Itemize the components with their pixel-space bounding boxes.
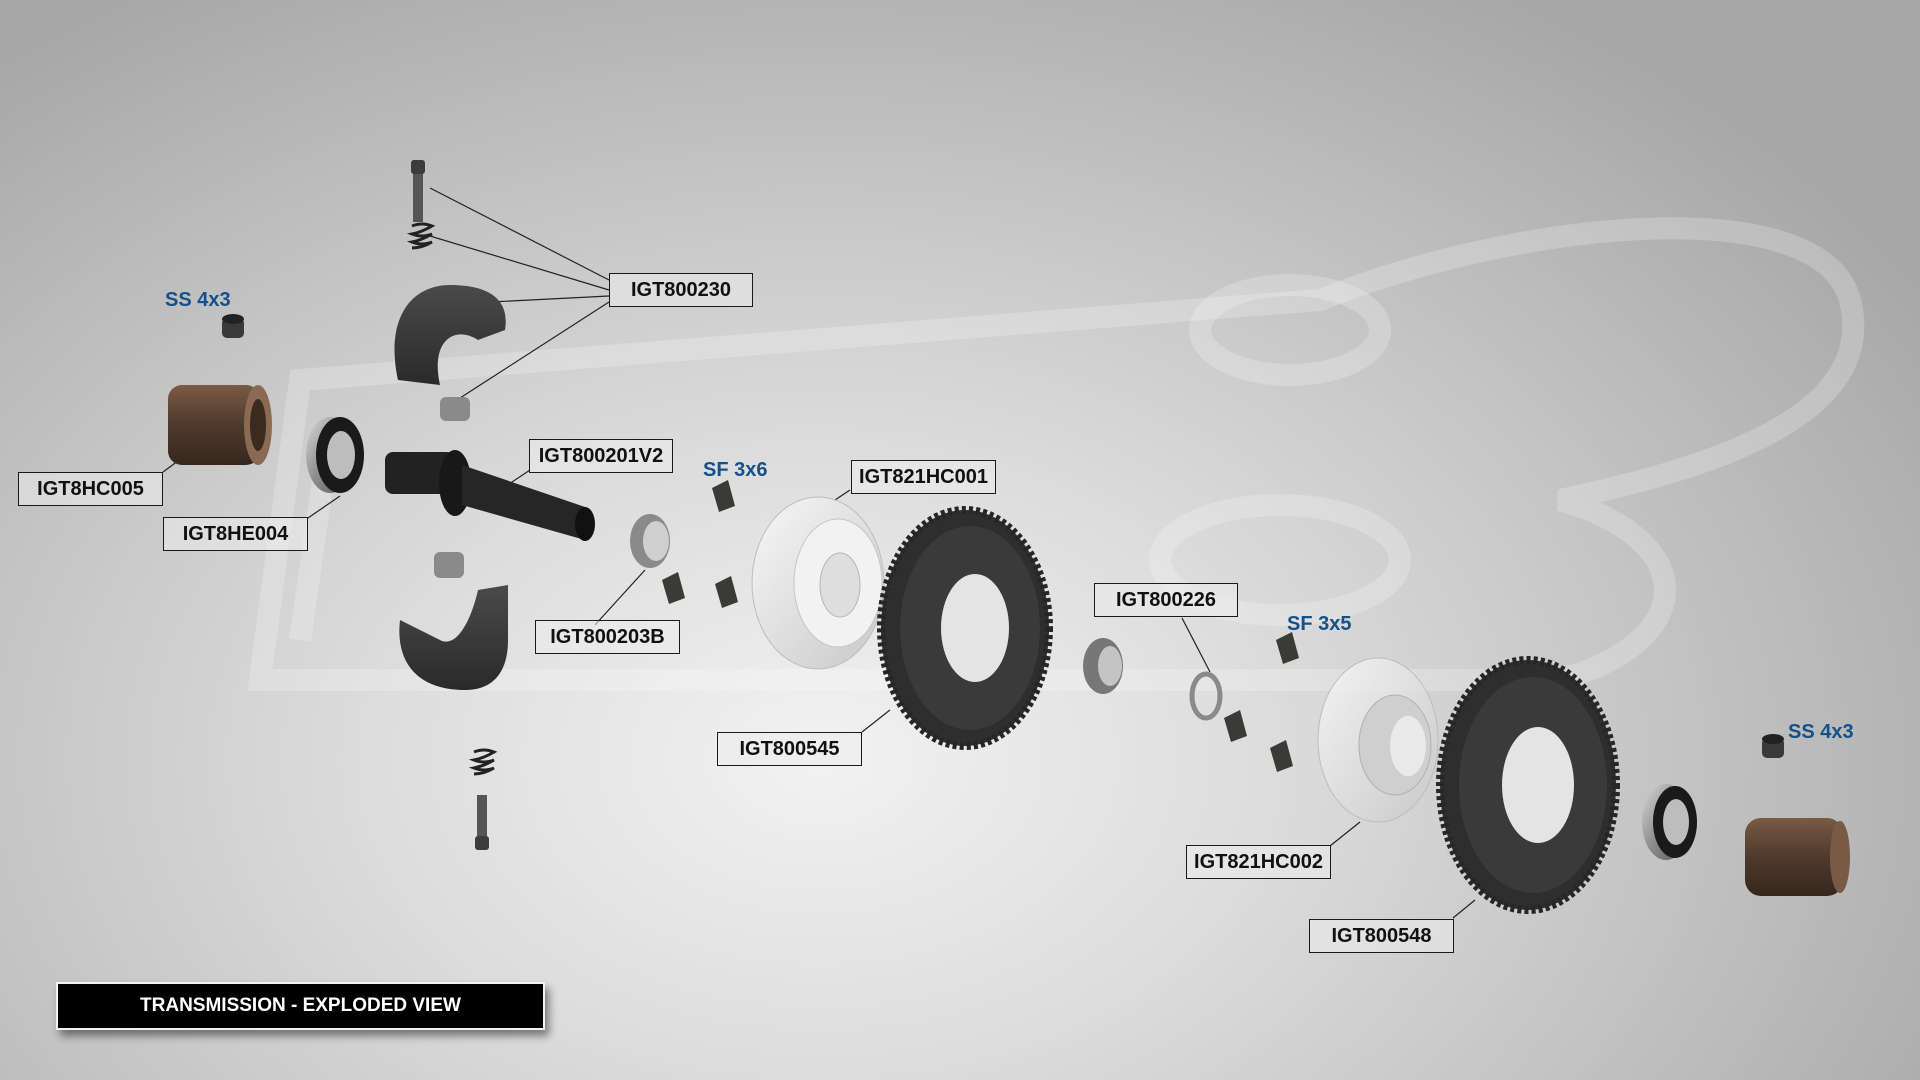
hardware-label-sf-3x6: SF 3x6 bbox=[703, 459, 768, 481]
right-bearing bbox=[1642, 784, 1697, 860]
hardware-label-ss-4x3-left: SS 4x3 bbox=[165, 289, 231, 311]
slipper-hub-1 bbox=[751, 496, 885, 670]
leader-lines bbox=[162, 187, 1476, 919]
spur-gear-1 bbox=[877, 506, 1053, 750]
hardware-label-sf-3x5: SF 3x5 bbox=[1287, 613, 1352, 635]
gear-spacer bbox=[1083, 638, 1123, 694]
lower-roller-pin bbox=[434, 552, 464, 578]
watermark-logo bbox=[247, 217, 1865, 691]
callout-igt821hc001: IGT821HC001 bbox=[851, 460, 996, 494]
flat-screws-3x5 bbox=[1224, 632, 1299, 772]
center-spacer bbox=[630, 514, 670, 568]
center-shaft bbox=[385, 450, 595, 541]
callout-igt800203b: IGT800203B bbox=[535, 620, 680, 654]
flat-screws-3x6 bbox=[662, 480, 738, 608]
slipper-hub-2 bbox=[1317, 657, 1439, 823]
spring-bottom bbox=[468, 748, 498, 776]
callout-igt800226: IGT800226 bbox=[1094, 583, 1238, 617]
spur-gear-2 bbox=[1436, 656, 1620, 914]
shim-ring bbox=[1189, 671, 1223, 721]
upper-clamp-half bbox=[394, 285, 506, 385]
right-set-screw bbox=[1762, 734, 1784, 758]
hardware-label-ss-4x3-right: SS 4x3 bbox=[1788, 721, 1854, 743]
callout-igt800548: IGT800548 bbox=[1309, 919, 1454, 953]
diagram-title: TRANSMISSION - EXPLODED VIEW bbox=[56, 982, 545, 1030]
right-outdrive-coupler bbox=[1745, 818, 1850, 896]
callout-igt800230: IGT800230 bbox=[609, 273, 753, 307]
callout-igt800201v2: IGT800201V2 bbox=[529, 439, 673, 473]
callout-igt800545: IGT800545 bbox=[717, 732, 862, 766]
callout-igt821hc002: IGT821HC002 bbox=[1186, 845, 1331, 879]
diagram-title-text: TRANSMISSION - EXPLODED VIEW bbox=[140, 995, 461, 1016]
left-bearing bbox=[306, 417, 364, 493]
lower-clamp-half bbox=[399, 585, 508, 690]
left-outdrive-coupler bbox=[168, 385, 272, 465]
clamp-bolt-bottom bbox=[475, 795, 489, 850]
upper-roller-pin bbox=[440, 397, 470, 421]
spring-top bbox=[406, 222, 436, 250]
callout-igt8he004: IGT8HE004 bbox=[163, 517, 308, 551]
left-set-screw bbox=[222, 314, 244, 338]
clamp-bolt-top bbox=[411, 160, 425, 222]
callout-igt8hc005: IGT8HC005 bbox=[18, 472, 163, 506]
